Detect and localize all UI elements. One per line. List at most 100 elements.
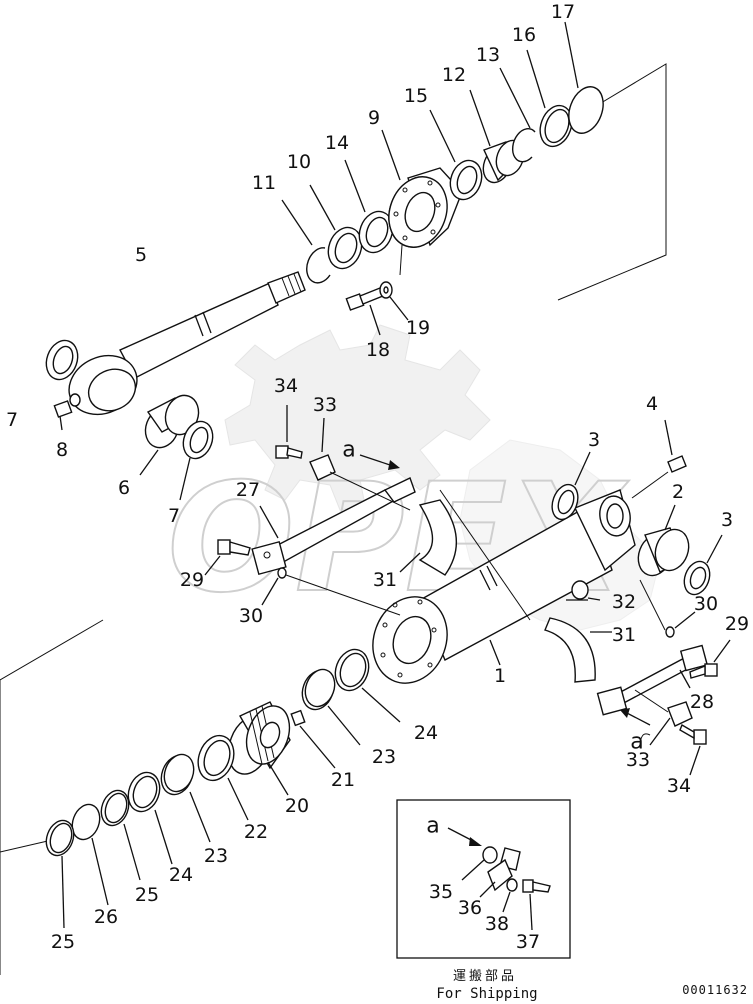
part-label-27: 27 [236, 479, 260, 501]
clamp-33-upper [309, 417, 411, 511]
o-ring-26 [71, 803, 109, 906]
part-label-23-upper: 23 [372, 746, 396, 768]
part-label-3-upper: 3 [588, 429, 600, 451]
ring-23-lower [160, 753, 211, 843]
part-label-12: 12 [442, 64, 466, 86]
part-label-23-lower: 23 [204, 845, 228, 867]
shipping-parts-box [396, 799, 571, 959]
part-label-21: 21 [331, 769, 355, 791]
o-ring-17 [564, 21, 604, 134]
part-label-25-lower: 25 [51, 931, 75, 953]
dust-seal-3-upper [551, 451, 591, 521]
reference-letter-a-lower: a [630, 730, 643, 755]
part-label-11: 11 [252, 172, 276, 194]
bolt-18 [345, 287, 384, 336]
part-label-16: 16 [512, 24, 536, 46]
part-label-22: 22 [244, 821, 268, 843]
part-label-24-upper: 24 [414, 722, 438, 744]
part-label-29-lower: 29 [725, 613, 749, 635]
snap-ring-11 [281, 199, 331, 284]
bolt-34-lower [679, 723, 707, 776]
part-label-10: 10 [287, 151, 311, 173]
o-ring-30-upper [261, 567, 401, 616]
part-label-26: 26 [94, 906, 118, 928]
leader-frame-upper [557, 63, 667, 301]
buffer-ring-10 [309, 184, 363, 270]
cylinder-tube [372, 489, 636, 684]
seal-15 [429, 109, 483, 201]
part-label-6: 6 [118, 477, 130, 499]
reference-arrow-upper [359, 454, 400, 470]
part-label-4: 4 [646, 393, 658, 415]
part-label-7-lower: 7 [168, 505, 180, 527]
part-label-2: 2 [672, 481, 684, 503]
pipe-28 [596, 644, 709, 716]
part-label-30-upper: 30 [239, 605, 263, 627]
part-label-8: 8 [56, 439, 68, 461]
part-label-34-lower: 34 [667, 775, 691, 797]
part-label-14: 14 [325, 132, 349, 154]
reference-letter-a-upper: a [342, 438, 355, 463]
reference-letter-a-shipping: a [426, 814, 439, 839]
part-label-38: 38 [485, 913, 509, 935]
part-label-33-lower: 33 [626, 749, 650, 771]
part-number-labels: 17 16 13 12 15 9 14 10 11 5 19 18 7 8 6 … [6, 1, 749, 953]
bushing-2 [637, 504, 690, 577]
part-label-30-lower: 30 [694, 593, 718, 615]
reference-arrow-lower [620, 708, 651, 749]
part-label-24-lower: 24 [169, 864, 193, 886]
o-ring-30-lower [639, 579, 696, 638]
washer-19 [379, 281, 409, 321]
part-label-19: 19 [406, 317, 430, 339]
part-label-7-upper: 7 [6, 409, 18, 431]
watermark: OPEX [166, 324, 661, 631]
back-up-ring-25-upper [100, 789, 141, 881]
part-label-32: 32 [612, 591, 636, 613]
part-label-35: 35 [429, 881, 453, 903]
bolt-29-lower [689, 639, 731, 679]
part-label-5: 5 [135, 244, 147, 266]
part-label-36: 36 [458, 897, 482, 919]
leader-frame-lower [0, 619, 104, 975]
clamp-band-31-lower [544, 617, 612, 683]
dust-seal-3-lower [683, 534, 723, 596]
part-label-18: 18 [366, 339, 390, 361]
wear-ring-24-upper [334, 648, 401, 723]
part-label-31-upper: 31 [373, 569, 397, 591]
part-label-28: 28 [690, 691, 714, 713]
part-label-31-lower: 31 [612, 624, 636, 646]
part-label-37: 37 [516, 931, 540, 953]
grease-fitting-8 [53, 400, 73, 431]
part-label-15: 15 [404, 85, 428, 107]
snap-ring-13 [499, 67, 536, 163]
clamp-band-31-upper [399, 489, 531, 621]
grease-fitting-4 [631, 419, 687, 499]
piston-rod [68, 271, 306, 416]
ring-23-upper [301, 668, 361, 746]
part-label-25-upper: 25 [135, 884, 159, 906]
back-up-ring-16 [526, 49, 573, 148]
part-label-33-upper: 33 [313, 394, 337, 416]
part-label-17: 17 [551, 1, 575, 23]
clamp-33-lower [634, 689, 693, 746]
wear-ring-24-lower [127, 771, 173, 865]
part-label-1: 1 [494, 665, 506, 687]
part-label-13: 13 [476, 44, 500, 66]
dust-seal-7-upper [45, 339, 79, 381]
drawing-number: 00011632 [682, 983, 748, 997]
rod-packing-14 [344, 159, 394, 254]
cylinder-head-9 [381, 129, 463, 276]
set-screw-21 [290, 709, 336, 769]
reference-letters: a a a [342, 438, 643, 839]
bolt-29-upper [204, 539, 251, 576]
piston-20 [227, 701, 291, 796]
part-label-29-upper: 29 [180, 569, 204, 591]
bushing-6 [139, 394, 200, 476]
part-label-3-lower: 3 [721, 509, 733, 531]
pipe-27 [251, 477, 416, 576]
dust-seal-7-lower [179, 420, 214, 501]
bolt-32 [566, 580, 601, 601]
part-label-34-upper: 34 [274, 375, 298, 397]
